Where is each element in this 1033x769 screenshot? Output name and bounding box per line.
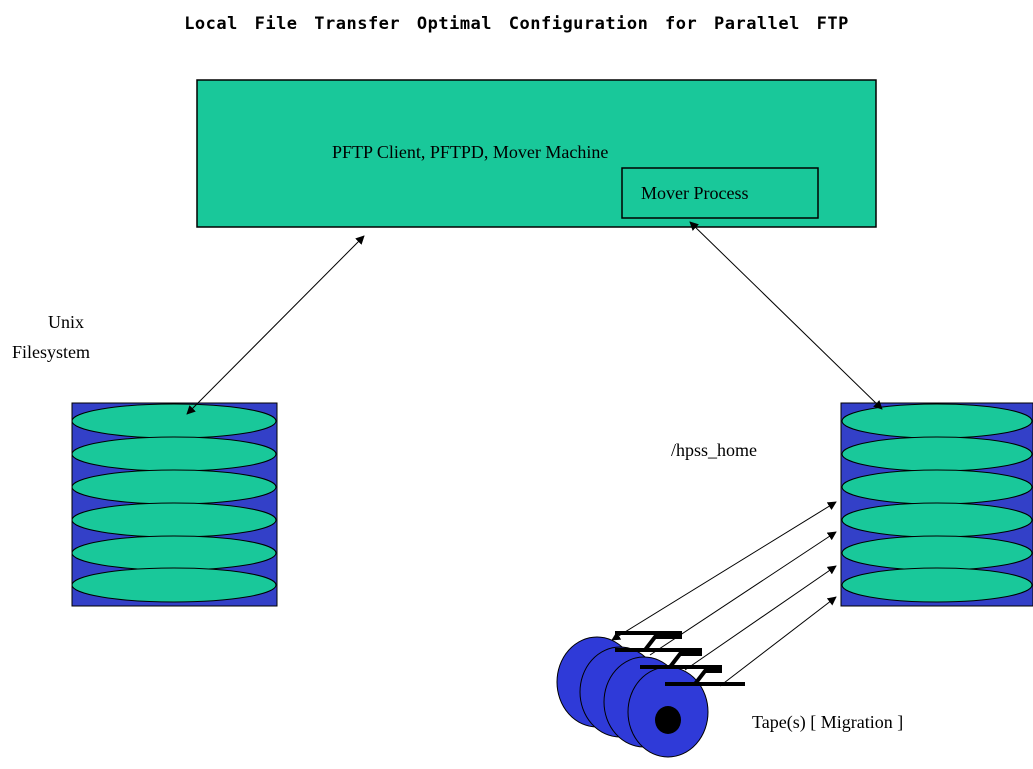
arrow-tape-4 [719, 596, 837, 687]
mover-machine-label: PFTP Client, PFTPD, Mover Machine [332, 142, 609, 162]
tape-reels [556, 631, 745, 758]
diagram-title: Local File Transfer Optimal Configuratio… [184, 14, 849, 34]
arrow-tape-1 [611, 501, 837, 641]
arrow-mover-to-hpss [689, 221, 883, 410]
filesystem-label: Filesystem [12, 342, 91, 362]
arrow-tape-2 [649, 531, 837, 656]
hpss-home-label: /hpss_home [671, 440, 758, 460]
mover-process-box [621, 167, 819, 219]
unix-filesystem-disk [71, 402, 278, 607]
arrow-machine-to-unix-fs [186, 235, 365, 415]
mover-process-label: Mover Process [641, 183, 749, 203]
arrow-tape-3 [684, 565, 837, 671]
hpss-home-disk [840, 402, 1033, 607]
tape-migration-label: Tape(s) [ Migration ] [752, 712, 904, 732]
unix-label: Unix [48, 312, 84, 332]
